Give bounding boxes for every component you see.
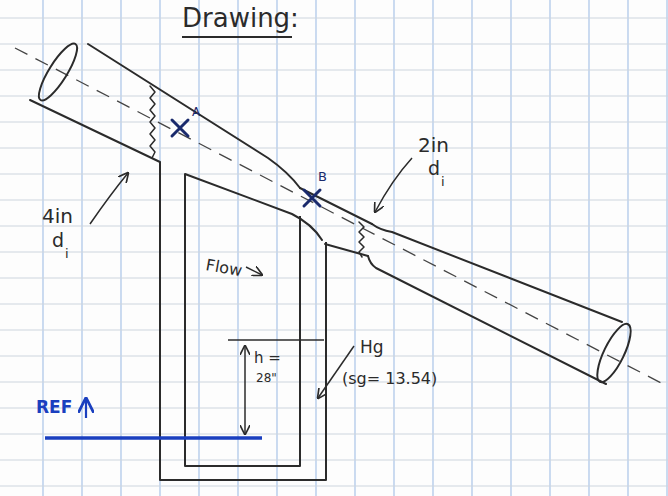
leader-line	[375, 158, 412, 212]
grid-line	[0, 408, 668, 409]
center-line	[15, 48, 665, 385]
title: Drawing:	[182, 4, 299, 33]
grid-line	[0, 278, 668, 279]
grid-line	[0, 252, 668, 253]
grid-line	[0, 356, 668, 357]
grid-line	[0, 434, 668, 435]
point-label: B	[318, 170, 327, 184]
manometer-outer	[160, 162, 326, 480]
dimension: d	[428, 158, 440, 179]
grid-line	[276, 0, 277, 496]
grid-line	[0, 382, 668, 383]
grid-line	[0, 460, 668, 461]
title-underline	[182, 36, 292, 38]
grid-line	[471, 0, 472, 496]
leader-lines	[90, 158, 412, 398]
dimension: d	[52, 230, 64, 251]
grid-line	[0, 96, 668, 97]
grid-line	[549, 0, 550, 496]
grid-line	[627, 0, 628, 496]
dimension-subscript: i	[441, 175, 445, 189]
dimension-subscript: i	[65, 247, 69, 261]
grid-line	[42, 0, 43, 496]
point-marks	[172, 120, 320, 206]
pipe-outline	[30, 39, 637, 386]
point-mark	[304, 190, 320, 206]
reference-label: REF	[36, 398, 72, 417]
grid-line	[81, 0, 82, 496]
grid-line	[0, 486, 668, 487]
height-arrow	[244, 346, 246, 434]
pipe-wall	[300, 188, 372, 224]
flow-label: Flow	[204, 256, 243, 280]
grid-line	[588, 0, 589, 496]
pipe-end	[33, 39, 83, 105]
grid-line	[0, 174, 668, 175]
grid-line	[0, 18, 668, 19]
pipe-wall	[30, 100, 160, 162]
grid-line	[0, 70, 668, 71]
section-break	[150, 86, 155, 158]
grid-line	[0, 330, 668, 331]
leader-line	[90, 173, 128, 224]
grid-line	[0, 226, 668, 227]
grid-line	[0, 304, 668, 305]
grid-line	[198, 0, 199, 496]
grid-line	[393, 0, 394, 496]
grid-line	[510, 0, 511, 496]
pipe-wall	[185, 174, 322, 240]
height-label: h =	[254, 350, 281, 367]
manometer	[160, 162, 326, 480]
reference-arrow	[85, 399, 87, 418]
fluid-gravity: (sg= 13.54)	[342, 370, 437, 388]
manometer-inner	[185, 174, 300, 466]
section-break	[359, 222, 364, 257]
height-value: 28"	[256, 372, 277, 385]
pipe-end	[591, 320, 637, 386]
grid-line	[0, 148, 668, 149]
grid-line	[237, 0, 238, 496]
mercury-level	[228, 339, 324, 341]
pipe-wall	[88, 44, 300, 188]
grid-line	[315, 0, 316, 496]
fluid-label: Hg	[360, 338, 384, 357]
grid-line	[0, 122, 668, 123]
grid-line	[0, 200, 668, 201]
pipe-wall	[372, 224, 622, 322]
reference-line	[45, 436, 262, 440]
point-mark	[172, 120, 188, 136]
grid-line	[354, 0, 355, 496]
point-label: A	[192, 106, 200, 119]
grid-line	[0, 44, 668, 45]
dimension: 2in	[418, 134, 449, 156]
dimension: 4in	[42, 205, 73, 227]
pipe-wall	[368, 256, 606, 384]
grid-line	[666, 0, 667, 496]
grid-line	[120, 0, 121, 496]
flow-arrow	[246, 267, 262, 275]
